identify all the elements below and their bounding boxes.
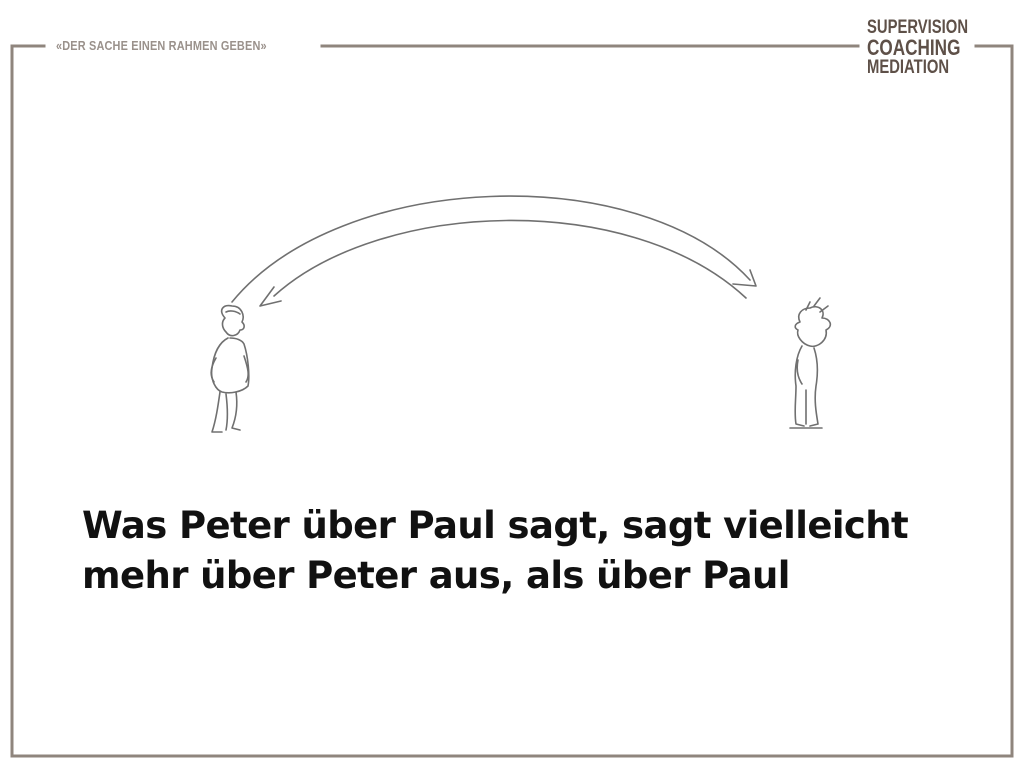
paul-figure bbox=[789, 297, 832, 429]
logo-line-mediation: MEDIATION bbox=[867, 57, 950, 78]
sketch-illustration bbox=[210, 195, 832, 433]
tagline: «DER SACHE EINEN RAHMEN GEBEN» bbox=[56, 38, 267, 53]
right-arrowhead bbox=[732, 269, 757, 287]
outer-arc bbox=[231, 195, 751, 303]
caption-line-1: Was Peter über Paul sagt, sagt vielleich… bbox=[82, 504, 909, 547]
caption-line-2: mehr über Peter aus, als über Paul bbox=[82, 554, 790, 597]
quote-caption: Was Peter über Paul sagt, sagt vielleich… bbox=[82, 501, 982, 601]
logo-line-supervision: SUPERVISION bbox=[867, 17, 969, 38]
left-arrowhead bbox=[259, 286, 282, 307]
peter-figure bbox=[210, 304, 250, 433]
logo-line-coaching: COACHING bbox=[867, 35, 961, 60]
brand-logo: SUPERVISION COACHING MEDIATION bbox=[867, 18, 997, 78]
inner-arc bbox=[273, 219, 747, 299]
